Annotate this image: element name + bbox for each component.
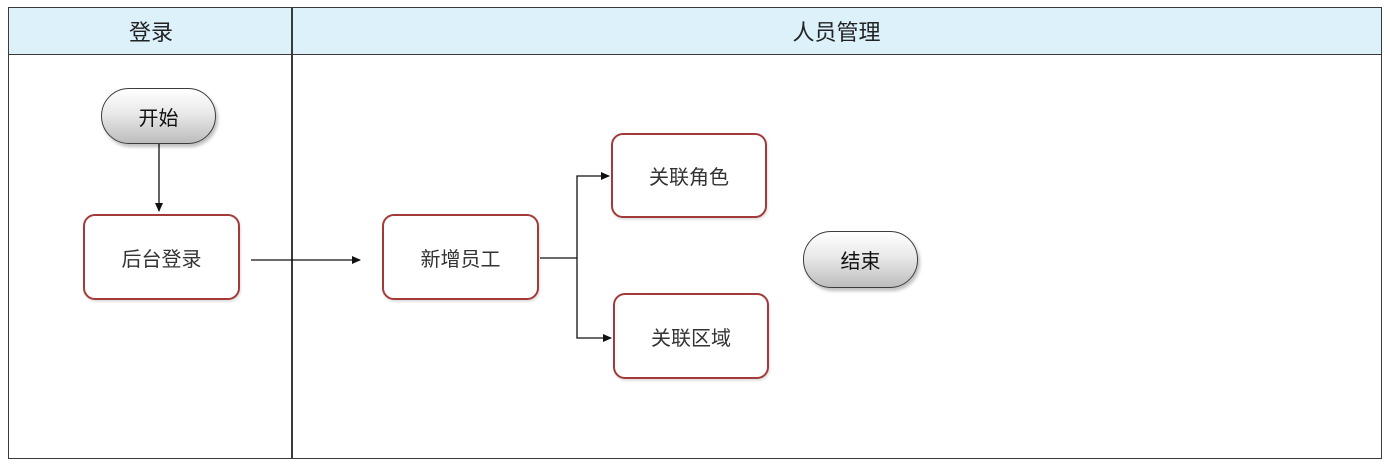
login-node: 后台登录 bbox=[83, 214, 240, 300]
add-employee-label: 新增员工 bbox=[420, 246, 501, 271]
lane-header-personnel: 人员管理 bbox=[292, 7, 1382, 55]
start-node: 开始 bbox=[101, 88, 216, 144]
lane-title-personnel: 人员管理 bbox=[792, 21, 881, 46]
arrow-add-employee-to-link-region bbox=[576, 258, 612, 342]
link-region-label: 关联区域 bbox=[651, 325, 731, 350]
lane-header-login: 登录 bbox=[8, 7, 293, 55]
start-label: 开始 bbox=[138, 105, 179, 130]
login-label: 后台登录 bbox=[121, 246, 202, 271]
link-region-node: 关联区域 bbox=[613, 293, 769, 379]
arrow-add-employee-to-link-role bbox=[540, 172, 610, 259]
add-employee-node: 新增员工 bbox=[382, 214, 539, 300]
lane-divider bbox=[291, 7, 293, 459]
end-node: 结束 bbox=[803, 231, 918, 288]
lane-title-login: 登录 bbox=[128, 21, 173, 46]
link-role-label: 关联角色 bbox=[649, 165, 729, 189]
end-label: 结束 bbox=[840, 249, 881, 273]
link-role-node: 关联角色 bbox=[611, 133, 767, 218]
